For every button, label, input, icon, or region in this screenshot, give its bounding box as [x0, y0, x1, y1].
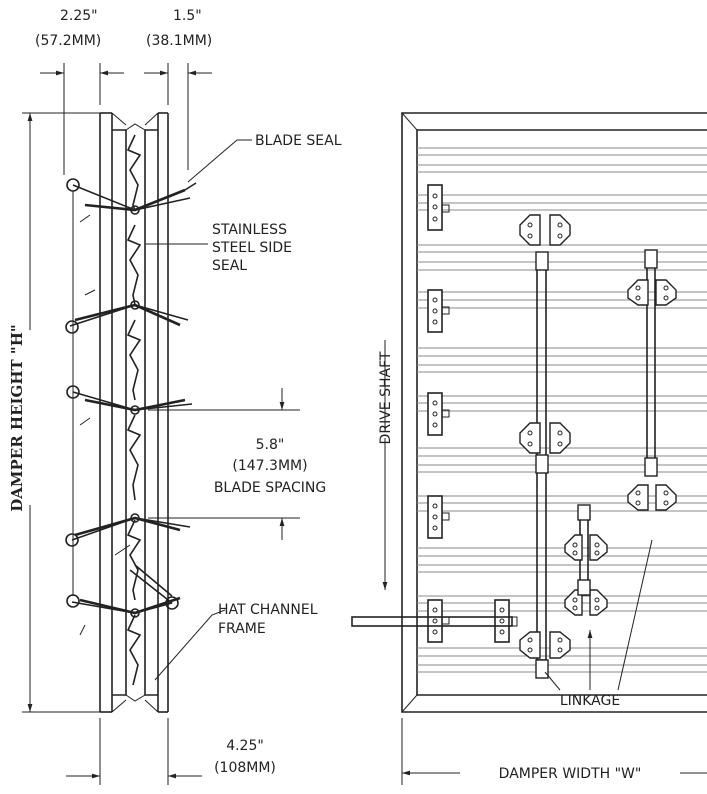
dim-right-mm: (38.1MM): [146, 33, 212, 49]
hat-channel-frame: [99, 112, 169, 713]
blade-bearings: [427, 184, 510, 643]
depth-dimension: 4.25" (108MM): [66, 718, 276, 785]
linkage-clevises: [535, 249, 658, 679]
blade-spacing-dimension: 5.8" (147.3MM) BLADE SPACING: [148, 388, 326, 540]
damper-width-dimension: DAMPER WIDTH "W": [401, 718, 707, 785]
damper-width-label: DAMPER WIDTH "W": [499, 766, 642, 782]
dim-left-inches: 2.25": [60, 8, 98, 24]
blade-2: [65, 289, 189, 334]
drive-shaft-label: DRIVE SHAFT: [378, 351, 394, 444]
side-seal-label-line1: STAINLESS: [212, 222, 287, 238]
blade-4: [65, 513, 191, 556]
damper-height-dimension: DAMPER HEIGHT "H": [8, 112, 100, 713]
blade-seal-label: BLADE SEAL: [255, 133, 342, 149]
crank-arms: [519, 214, 677, 659]
damper-height-label: DAMPER HEIGHT "H": [8, 324, 26, 511]
dim-right-inches: 1.5": [173, 8, 202, 24]
side-section-view: BLADE SEAL STAINLESS STEEL SIDE SEAL HAT…: [8, 8, 342, 785]
crank-pins: [527, 222, 669, 653]
blade-spacing-inches: 5.8": [256, 437, 285, 453]
hat-channel-label-line2: FRAME: [218, 621, 266, 637]
drive-shaft: DRIVE SHAFT: [351, 340, 518, 627]
blade-3: [66, 385, 193, 426]
hat-channel-label-line1: HAT CHANNEL: [218, 602, 318, 618]
depth-inches: 4.25": [226, 738, 264, 754]
blade-spacing-label: BLADE SPACING: [214, 480, 326, 496]
linkage-label: LINKAGE: [560, 693, 620, 709]
side-seal-label-line2: STEEL SIDE: [212, 240, 292, 256]
depth-mm: (108MM): [214, 760, 276, 776]
blade-1: [66, 178, 197, 223]
top-dimensions: 2.25" (57.2MM) 1.5" (38.1MM): [35, 8, 212, 175]
blade-spacing-mm: (147.3MM): [232, 458, 307, 474]
damper-blades: [65, 178, 197, 636]
blade-5: [66, 594, 181, 636]
linkage-arm: [129, 564, 173, 604]
dim-left-mm: (57.2MM): [35, 33, 101, 49]
stainless-side-seal: [126, 134, 142, 686]
front-elevation-view: DRIVE SHAFT: [351, 112, 707, 785]
side-seal-label-line3: SEAL: [212, 258, 247, 274]
